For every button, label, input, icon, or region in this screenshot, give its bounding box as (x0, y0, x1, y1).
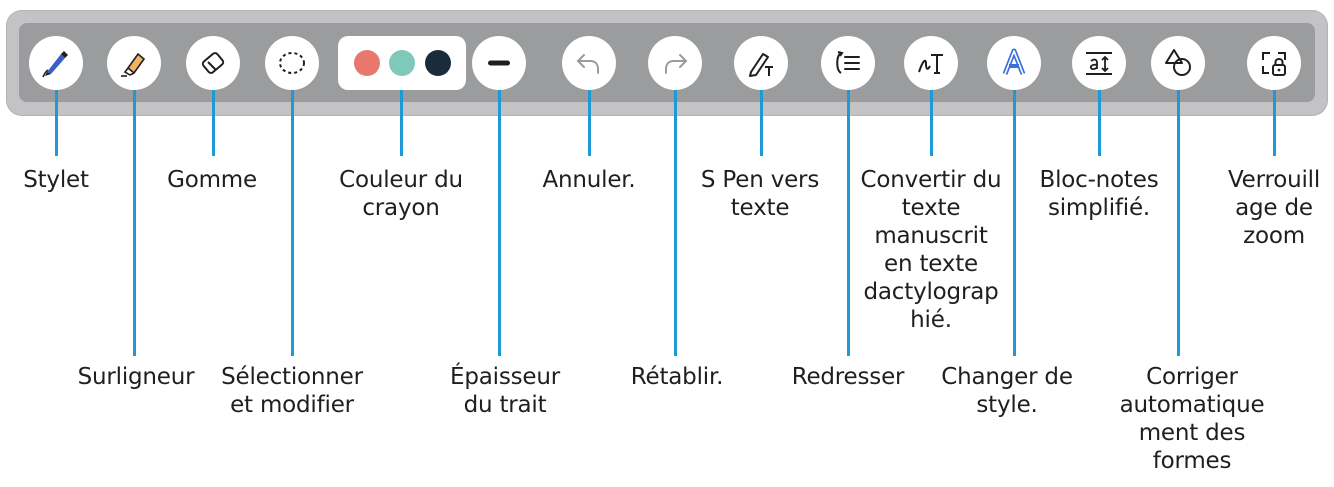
label-couleur: Couleur du crayon (339, 167, 463, 221)
label-zoom: Verrouill age de zoom (1227, 167, 1321, 249)
redo-button[interactable] (648, 36, 702, 90)
label-selection: Sélectionner et modifier (221, 364, 363, 418)
pen-to-text-button[interactable] (734, 36, 788, 90)
eraser-icon (201, 52, 225, 74)
stroke-thickness-button[interactable] (472, 36, 526, 90)
highlighter-icon (121, 52, 146, 77)
leader-redresser (847, 90, 850, 356)
label-spen: S Pen vers texte (700, 167, 820, 221)
easy-writing-pad-icon (1086, 52, 1112, 75)
pen-to-text-icon (749, 53, 773, 77)
label-epaisseur: Épaisseur du trait (450, 364, 560, 418)
change-style-button[interactable] (987, 36, 1041, 90)
leader-retablir (674, 90, 677, 356)
leader-couleur (400, 90, 403, 156)
auto-shape-button[interactable] (1151, 36, 1205, 90)
change-style-icon (1002, 48, 1026, 75)
pen-color-red[interactable] (353, 50, 380, 76)
label-blocnotes: Bloc-notes simplifié. (1039, 167, 1159, 221)
leader-selection (291, 90, 294, 356)
auto-shape-icon (1165, 49, 1191, 76)
pen-icon (42, 51, 68, 78)
highlighter-button[interactable] (107, 36, 161, 90)
handwriting-to-text-icon (918, 54, 943, 74)
label-convertir: Convertir du texte manuscrit en texte da… (860, 167, 1002, 333)
leader-convertir (930, 90, 933, 156)
label-annuler: Annuler. (542, 167, 636, 193)
eraser-button[interactable] (186, 36, 240, 90)
undo-icon (576, 54, 599, 74)
label-formes: Corriger automatique ment des formes (1119, 364, 1265, 474)
straighten-icon (836, 51, 860, 74)
leader-blocnotes (1098, 90, 1101, 156)
leader-formes (1177, 90, 1180, 356)
handwriting-to-text-button[interactable] (904, 36, 958, 90)
label-stylet: Stylet (23, 167, 89, 193)
label-redresser: Redresser (791, 364, 905, 390)
leader-style (1013, 90, 1016, 356)
pen-color-teal[interactable] (389, 50, 415, 76)
redo-icon (665, 54, 688, 74)
straighten-button[interactable] (821, 36, 875, 90)
leader-gomme (212, 90, 215, 156)
leader-spen (760, 90, 763, 156)
easy-writing-pad-button[interactable] (1072, 36, 1126, 90)
stroke-thickness-icon (488, 60, 510, 66)
select-edit-button[interactable] (265, 36, 319, 90)
undo-button[interactable] (562, 36, 616, 90)
leader-zoom (1273, 90, 1276, 156)
pen-color-group (338, 36, 466, 90)
zoom-lock-icon (1262, 52, 1286, 76)
pen-color-navy[interactable] (424, 50, 451, 76)
leader-annuler (588, 90, 591, 156)
label-style: Changer de style. (941, 364, 1073, 418)
leader-stylet (55, 90, 58, 156)
leader-epaisseur (498, 90, 501, 356)
leader-surligneur (133, 90, 136, 356)
zoom-lock-button[interactable] (1247, 36, 1301, 90)
pen-button[interactable] (29, 36, 83, 90)
label-retablir: Rétablir. (630, 364, 724, 390)
lasso-select-icon (279, 52, 305, 74)
label-gomme: Gomme (167, 167, 257, 193)
label-surligneur: Surligneur (77, 364, 195, 390)
